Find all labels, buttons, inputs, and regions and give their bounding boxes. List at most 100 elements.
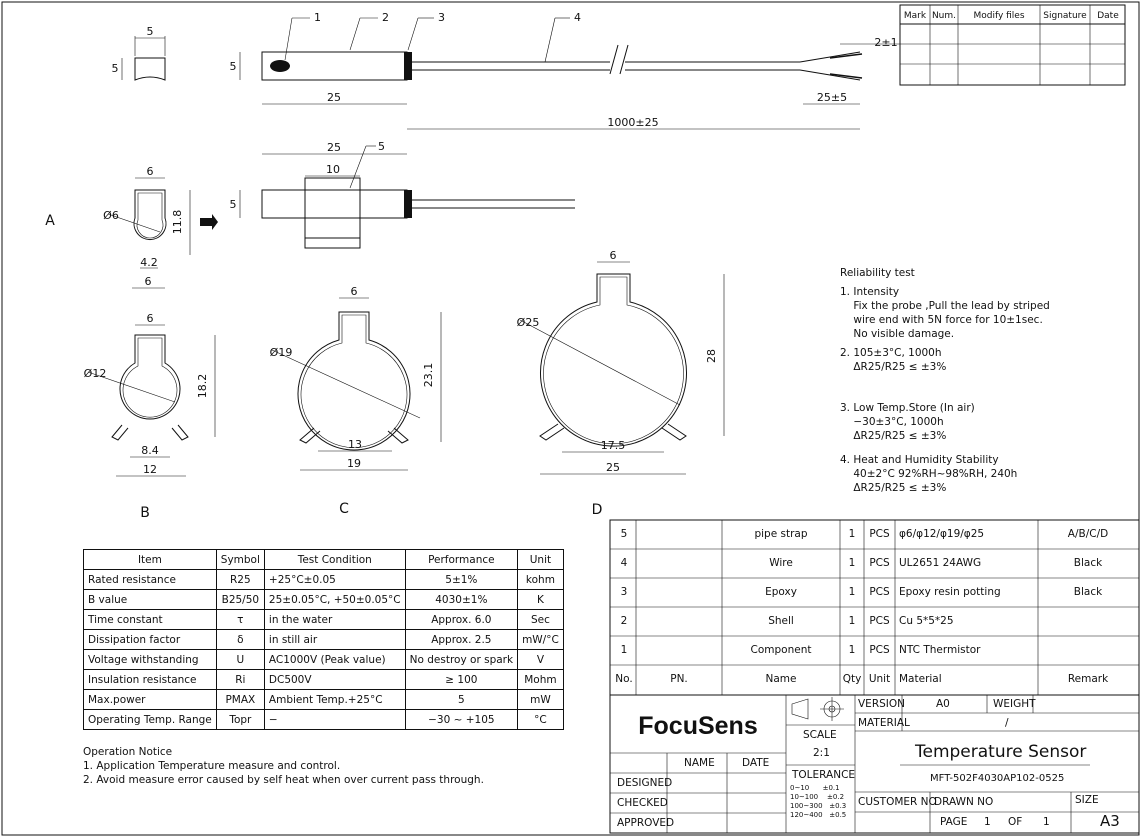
bom-cell-remark: Black	[1073, 586, 1103, 598]
dim-a-42: 4.2	[140, 256, 158, 269]
spec-cell: °C	[517, 709, 564, 730]
thermistor-element	[270, 60, 290, 72]
bom-cell-unit: PCS	[869, 615, 890, 627]
dim-b-84: 8.4	[141, 444, 159, 457]
callout-3: 3	[438, 11, 445, 24]
dim-c-6: 6	[351, 285, 358, 298]
spec-cell: Time constant	[83, 609, 217, 630]
callout-1: 1	[314, 11, 321, 24]
dim-c-13: 13	[348, 438, 362, 451]
spec-cell: Approx. 6.0	[404, 609, 519, 630]
reliability-item-1: 1. Intensity Fix the probe ,Pull the lea…	[840, 286, 1050, 340]
spec-cell: Rated resistance	[83, 569, 217, 590]
spec-header-unit: Unit	[517, 549, 564, 570]
spec-cell: DC500V	[263, 669, 406, 690]
dim-25pm5: 25±5	[817, 91, 847, 104]
drawing-title: Temperature Sensor	[915, 742, 1087, 762]
spec-cell: B value	[83, 589, 217, 610]
bom-cell-qty: Qty	[842, 673, 862, 685]
dim-d-28: 28	[705, 349, 718, 363]
tolerance-row: 100~300 ±0.3	[790, 802, 847, 810]
reliability-item-3: 3. Low Temp.Store (In air) −30±3°C, 1000…	[840, 402, 975, 442]
spec-cell: mW	[517, 689, 564, 710]
bom-cell-pn: PN.	[670, 673, 688, 685]
spec-header-performance: Performance	[404, 549, 519, 570]
bom-table	[609, 519, 1140, 696]
spec-cell: +25°C±0.05	[263, 569, 406, 590]
scale-value: 2:1	[813, 747, 830, 759]
spec-cell: 25±0.05°C, +50±0.05°C	[263, 589, 406, 610]
dim-d-25: 25	[606, 461, 620, 474]
bom-cell-material: Epoxy resin potting	[899, 586, 1001, 598]
dim-5-strap: 5	[230, 198, 237, 211]
page-value: 1	[984, 816, 991, 828]
spec-cell: Voltage withstanding	[83, 649, 217, 670]
callout-2: 2	[382, 11, 389, 24]
dim-b-6: 6	[147, 312, 154, 325]
revision-table: Mark Num. Modify files Signature Date	[899, 4, 1126, 86]
bom-cell-qty: 1	[848, 528, 856, 540]
spec-cell: kohm	[517, 569, 564, 590]
strap-view-d: 6 Ø25 28 17.5 25	[517, 249, 725, 475]
bom-cell-no: 1	[620, 644, 628, 656]
spec-cell: Mohm	[517, 669, 564, 690]
dim-a-phi6: Ø6	[103, 209, 119, 222]
spec-cell: PMAX	[215, 689, 265, 710]
spec-header-condition: Test Condition	[263, 549, 406, 570]
spec-cell: V	[517, 649, 564, 670]
title-block: FocuSens	[609, 694, 1140, 834]
page-label: PAGE	[940, 816, 968, 828]
bom-cell-remark: Black	[1073, 557, 1103, 569]
dim-b-phi12: Ø12	[84, 367, 107, 380]
spec-cell: Dissipation factor	[83, 629, 217, 650]
bom-cell-name: Name	[765, 673, 797, 685]
view-label-b: B	[140, 505, 150, 521]
tolerance-row: 0~10 ±0.1	[790, 784, 840, 792]
reliability-title: Reliability test	[840, 267, 915, 279]
material-value: /	[1005, 717, 1009, 729]
bom-cell-unit: Unit	[868, 673, 891, 685]
dim-10-strap: 10	[326, 163, 340, 176]
checked-label: CHECKED	[617, 797, 668, 809]
bom-cell-unit: PCS	[869, 586, 890, 598]
strap-view-c: 6 Ø19 23.1 13 19	[270, 285, 442, 471]
spec-cell: −30 ~ +105	[404, 709, 519, 730]
bom-cell-qty: 1	[848, 557, 856, 569]
bom-cell-qty: 1	[848, 644, 856, 656]
spec-header-row: Item Symbol Test Condition Performance U…	[83, 549, 564, 570]
bom-cell-no: 3	[620, 586, 628, 598]
bom-cell-name: Shell	[768, 615, 794, 627]
dim-5-top: 5	[147, 25, 154, 38]
company-logo: FocuSens	[638, 712, 757, 740]
spec-cell: U	[215, 649, 265, 670]
bom-cell-material: UL2651 24AWG	[899, 557, 982, 569]
version-value: A0	[936, 698, 950, 710]
dim-5-left: 5	[112, 62, 119, 75]
tolerance-row: 120~400 ±0.5	[790, 811, 847, 819]
bom-cell-no: 2	[620, 615, 628, 627]
spec-cell: ≥ 100	[404, 669, 519, 690]
version-label: VERSION	[858, 698, 905, 710]
bom-cell-material: φ6/φ12/φ19/φ25	[899, 528, 985, 540]
spec-cell: in the water	[263, 609, 406, 630]
dim-b-12: 12	[143, 463, 157, 476]
dim-a-6: 6	[147, 165, 154, 178]
name-label: NAME	[684, 757, 715, 769]
date-label: DATE	[742, 757, 770, 769]
rev-header-num: Num.	[932, 11, 956, 21]
bom-cell-remark: Remark	[1067, 673, 1109, 685]
view-label-c: C	[339, 501, 349, 517]
spec-cell: 5±1%	[404, 569, 519, 590]
bom-cell-remark: A/B/C/D	[1067, 528, 1109, 540]
spec-cell: Insulation resistance	[83, 669, 217, 690]
dim-d-phi25: Ø25	[517, 316, 540, 329]
spec-header-item: Item	[83, 549, 217, 570]
tolerance-row: 10~100 ±0.2	[790, 793, 845, 801]
dim-c-phi19: Ø19	[270, 346, 293, 359]
bom-cell-name: Epoxy	[765, 586, 797, 598]
